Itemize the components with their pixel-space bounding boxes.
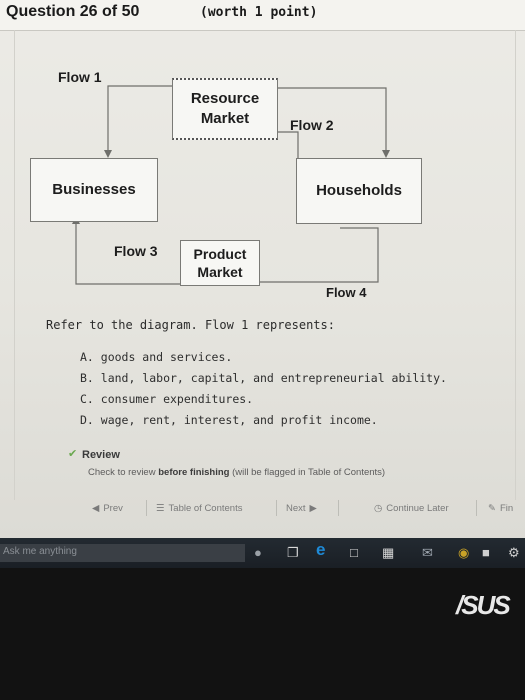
flow4-line (258, 227, 379, 283)
households-box: Households (296, 158, 422, 224)
product-market-box: Product Market (180, 240, 260, 286)
taskbar: Ask me anything ● ❐ e □ ▦ ✉ ◉ ■ ⚙ (0, 538, 525, 568)
task-view-icon[interactable]: ❐ (287, 545, 299, 560)
review-note-prefix: Check to review (88, 467, 156, 478)
search-box[interactable]: Ask me anything (0, 544, 245, 562)
search-placeholder: Ask me anything (3, 546, 77, 557)
flow-lines (72, 85, 390, 285)
nav-divider (476, 500, 477, 516)
store-icon[interactable]: ▦ (382, 545, 395, 560)
exam-screen: Question 26 of 50 (worth 1 point) (0, 0, 525, 538)
answer-option-a[interactable]: A. goods and services. (80, 350, 233, 364)
review-note-bold: before finishing (158, 467, 230, 478)
flow3-label: Flow 3 (114, 243, 158, 259)
check-icon[interactable]: ✔ (68, 448, 78, 460)
pencil-icon: ✎ (488, 503, 496, 514)
resource-market-label-line1: Resource (190, 90, 260, 107)
microphone-icon[interactable]: ● (254, 545, 262, 560)
flow1-arrowhead (104, 150, 112, 158)
review-note: Check to review before finishing (will b… (88, 467, 385, 478)
product-market-label-line2: Market (197, 264, 243, 280)
photos-icon[interactable]: ■ (482, 545, 490, 560)
flow1-line (107, 85, 172, 150)
question-worth: (worth 1 point) (200, 5, 318, 20)
flow1-label: Flow 1 (58, 69, 102, 85)
left-arrow-icon: ◀ (92, 503, 100, 514)
laptop-bezel (0, 568, 525, 700)
flow4-label: Flow 4 (326, 285, 367, 300)
finish-label: Fin (499, 503, 514, 514)
settings-icon[interactable]: ⚙ (508, 545, 520, 560)
right-arrow-icon: ▶ (309, 503, 317, 514)
resource-market-box: Resource Market (172, 78, 278, 140)
review-note-suffix: (will be flagged in Table of Contents) (232, 467, 386, 478)
continue-later-label: Continue Later (386, 503, 449, 514)
next-button[interactable]: Next ▶ (286, 500, 317, 517)
finish-button[interactable]: ✎ Fin (488, 500, 513, 517)
resource-market-label-line2: Market (200, 110, 250, 127)
clock-icon: ◷ (374, 503, 383, 514)
flow2-label: Flow 2 (290, 117, 334, 133)
chrome-icon[interactable]: ◉ (458, 545, 470, 560)
toc-label: Table of Contents (168, 503, 243, 514)
question-prompt: Refer to the diagram. Flow 1 represents: (46, 318, 335, 332)
content-frame (14, 30, 516, 500)
businesses-label: Businesses (52, 181, 136, 198)
flow-link-line (278, 131, 299, 158)
flow3-line (75, 222, 180, 285)
flow2-arrowhead (382, 150, 390, 158)
answer-option-b[interactable]: B. land, labor, capital, and entrepreneu… (80, 371, 447, 385)
review-label[interactable]: Review (82, 449, 120, 461)
table-of-contents-button[interactable]: ☰ Table of Contents (156, 500, 242, 517)
households-label: Households (316, 182, 402, 199)
answer-option-d[interactable]: D. wage, rent, interest, and profit inco… (80, 413, 378, 427)
mail-icon[interactable]: ✉ (422, 545, 433, 560)
nav-divider (338, 500, 339, 516)
businesses-box: Businesses (30, 158, 158, 222)
nav-divider (276, 500, 277, 516)
prev-button[interactable]: ◀ Prev (92, 500, 123, 517)
nav-divider (146, 500, 147, 516)
question-header: Question 26 of 50 (worth 1 point) (0, 0, 525, 31)
toc-icon: ☰ (156, 503, 165, 514)
brand-logo: /SUS (456, 590, 511, 620)
continue-later-button[interactable]: ◷ Continue Later (374, 500, 449, 517)
question-number: Question 26 of 50 (6, 3, 140, 20)
edge-icon[interactable]: e (316, 540, 326, 559)
explorer-icon[interactable]: □ (350, 545, 358, 560)
product-market-label-line1: Product (193, 246, 247, 262)
answer-option-c[interactable]: C. consumer expenditures. (80, 392, 254, 406)
flow2-line (278, 87, 387, 150)
prev-label: Prev (103, 503, 123, 514)
next-label: Next (286, 503, 306, 514)
